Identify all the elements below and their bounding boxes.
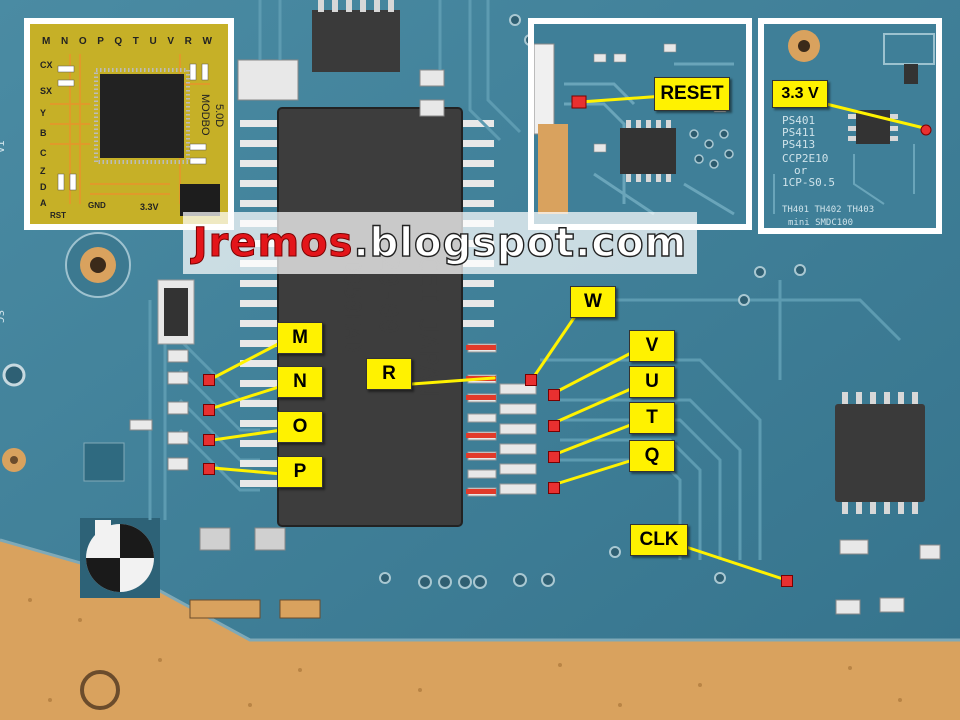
pad-m	[203, 374, 215, 386]
modchip-gnd-label: GND	[88, 201, 106, 210]
pad-n	[203, 404, 215, 416]
power-silk-bottom2: mini SMDC100	[788, 218, 853, 228]
svg-text:IA: IA	[0, 140, 6, 154]
modchip-rst-label: RST	[50, 211, 66, 220]
mount-hole	[80, 670, 120, 710]
power-silk-line: CCP2E10	[782, 152, 828, 165]
watermark-red: Jremos	[192, 220, 354, 267]
svg-text:DO50EAD: DO50EAD	[339, 260, 364, 353]
inset-modchip: M N O P Q T U V R W CX SX Y B C Z D A RS…	[24, 18, 234, 230]
pin-label-v: V	[629, 330, 675, 362]
pad-clk	[781, 575, 793, 587]
watermark-rest: .blogspot.com	[353, 219, 688, 266]
svg-text:SC: SC	[0, 310, 6, 323]
reset-pad	[571, 95, 587, 109]
power-label: 3.3 V	[772, 80, 828, 108]
power-silk-line: PS401	[782, 114, 815, 127]
power-silk-bottom: TH401 TH402 TH403	[782, 205, 874, 215]
pin-label-clk: CLK	[630, 524, 688, 556]
pin-label-n: N	[277, 366, 323, 398]
pin-label-q: Q	[629, 440, 675, 472]
pin-label-r: R	[366, 358, 412, 390]
modchip-board: M N O P Q T U V R W CX SX Y B C Z D A RS…	[30, 24, 228, 224]
pad-o	[203, 434, 215, 446]
fiducial	[80, 518, 160, 598]
reset-board	[534, 24, 746, 224]
pin-label-w: W	[570, 286, 616, 318]
power-board: PS401 PS411 PS413 CCP2E10 or 1CP-S0.5 TH…	[764, 24, 936, 228]
copper-edge	[0, 540, 960, 720]
power-silk-line: or	[794, 164, 808, 177]
pin-label-m: M	[277, 322, 323, 354]
modchip-33v-label: 3.3V	[140, 202, 159, 212]
pad-w	[525, 374, 537, 386]
pad-v	[548, 389, 560, 401]
secondary-chip	[835, 392, 925, 514]
modchip-side-pin: A	[40, 198, 47, 208]
pad-t	[548, 451, 560, 463]
reset-label: RESET	[654, 77, 730, 111]
pad-u	[548, 420, 560, 432]
watermark-banner: Jremos.blogspot.com	[183, 212, 697, 274]
modchip-side-pin: C	[40, 148, 47, 158]
modchip-side-pin: CX	[40, 60, 53, 70]
pad-q	[548, 482, 560, 494]
pin-label-u: U	[629, 366, 675, 398]
power-pad	[920, 124, 932, 136]
modchip-top-pins: M N O P Q T U V R W	[42, 36, 213, 47]
power-silk-line: PS411	[782, 126, 815, 139]
power-silk-line: 1CP-S0.5	[782, 176, 835, 189]
modchip-brand: MODBO	[199, 94, 211, 136]
watermark-text: Jremos.blogspot.com	[192, 219, 688, 267]
modchip-side-pin: Y	[40, 108, 46, 118]
pin-label-t: T	[629, 402, 675, 434]
modchip-side-pin: SX	[40, 86, 52, 96]
modchip-side-pin: Z	[40, 166, 46, 176]
modchip-model: 5.0D	[213, 104, 225, 127]
inset-reset: RESET	[528, 18, 752, 230]
modchip-side-pin: D	[40, 182, 47, 192]
modchip-side-pin: B	[40, 128, 47, 138]
pin-label-p: P	[277, 456, 323, 488]
power-silk-line: PS413	[782, 138, 815, 151]
inset-power: PS401 PS411 PS413 CCP2E10 or 1CP-S0.5 TH…	[758, 18, 942, 234]
pad-p	[203, 463, 215, 475]
pin-label-o: O	[277, 411, 323, 443]
